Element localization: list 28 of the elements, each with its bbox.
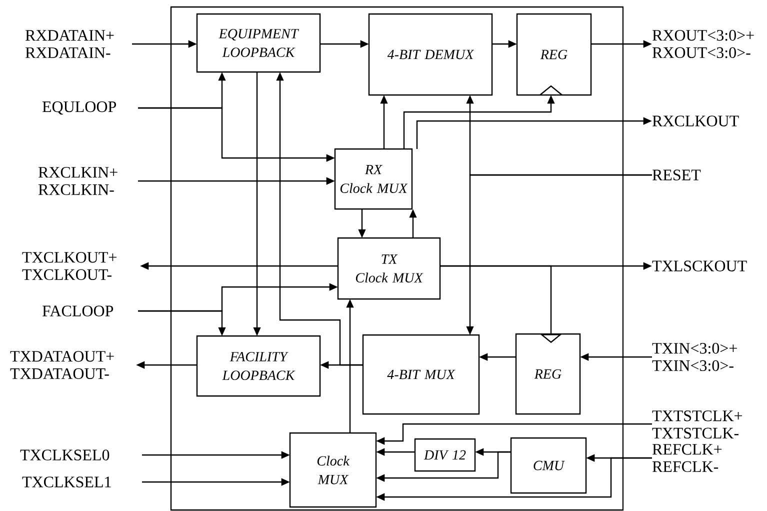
signal-label: RXOUT<3:0>+ RXOUT<3:0>- bbox=[652, 30, 754, 58]
function-block: TX Clock MUX bbox=[337, 237, 441, 300]
signal-label: RXCLKOUT bbox=[652, 116, 739, 126]
arrow bbox=[440, 265, 562, 343]
signal-label: RESET bbox=[652, 170, 701, 180]
function-block: DIV 12 bbox=[414, 438, 476, 472]
signal-label: TXCLKSEL1 bbox=[22, 476, 111, 488]
signal-label: TXDATAOUT+ TXDATAOUT- bbox=[10, 350, 114, 380]
signal-label: REFCLK+ REFCLK- bbox=[652, 444, 722, 472]
function-block: CMU bbox=[510, 437, 587, 494]
signal-label: TXTSTCLK+ TXTSTCLK- bbox=[652, 410, 742, 439]
register-box: REG bbox=[515, 333, 581, 415]
function-block: FACILITY LOOPBACK bbox=[196, 335, 321, 397]
signal-label: TXCLKSEL0 bbox=[20, 450, 110, 460]
signal-label: TXCLKOUT+ TXCLKOUT- bbox=[22, 252, 116, 280]
register-box: REG bbox=[516, 13, 592, 96]
signal-label: FACLOOP bbox=[42, 306, 114, 316]
signal-label: RXCLKIN+ RXCLKIN- bbox=[38, 166, 118, 196]
function-block: EQUIPMENT LOOPBACK bbox=[196, 13, 321, 73]
function-block: RX Clock MUX bbox=[334, 148, 413, 210]
function-block: 4-BIT MUX bbox=[362, 334, 480, 415]
chip-boundary-box bbox=[170, 6, 624, 511]
signal-label: TXIN<3:0>+ TXIN<3:0>- bbox=[652, 342, 737, 372]
signal-label: RXDATAIN+ RXDATAIN- bbox=[25, 30, 114, 58]
function-block: Clock MUX bbox=[289, 432, 377, 508]
function-block: 4-BIT DEMUX bbox=[368, 13, 493, 96]
signal-label: EQULOOP bbox=[42, 101, 116, 115]
signal-label: TXLSCKOUT bbox=[652, 260, 747, 272]
